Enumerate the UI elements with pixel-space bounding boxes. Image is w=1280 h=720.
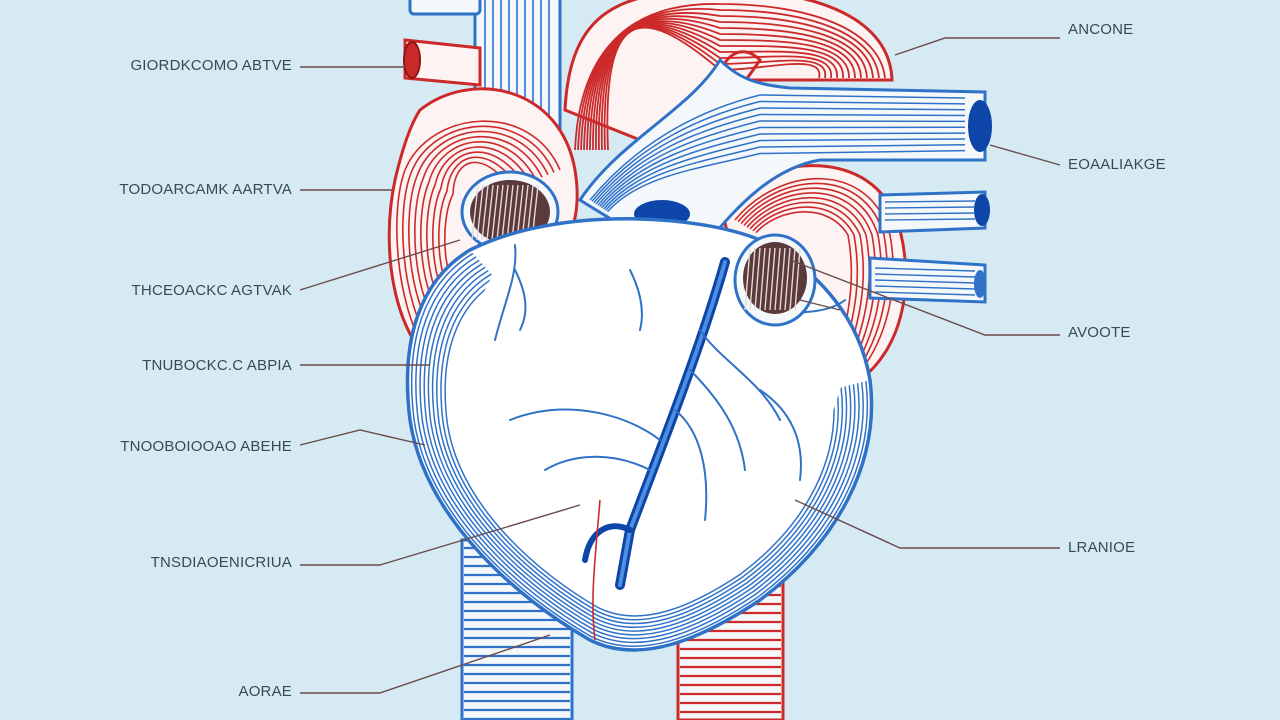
label-right-3: AVOOTE [1068, 324, 1131, 341]
label-right-2: EOAALIAKGE [1068, 156, 1166, 173]
ventricles [405, 217, 874, 652]
label-left-5: TNOOBOIOOAO ABEHE [120, 438, 292, 455]
label-left-4: TNUBOCKC.C ABPIA [142, 357, 292, 374]
label-left-1: GIORDKCOMO ABTVE [130, 57, 292, 74]
leader-lines [299, 37, 1061, 694]
label-left-3: THCEOACKC AGTVAK [131, 282, 292, 299]
right-valve-opening [733, 233, 817, 327]
left-artery-stub [403, 38, 482, 87]
pulmonary-veins [868, 190, 990, 304]
label-left-6: TNSDIAOENICRIUA [150, 554, 292, 571]
label-right-1: ANCONE [1068, 21, 1134, 38]
label-left-2: TODOARCAMK AARTVA [119, 181, 292, 198]
label-left-7: AORAE [238, 683, 292, 700]
label-right-4: LRANIOE [1068, 539, 1136, 556]
